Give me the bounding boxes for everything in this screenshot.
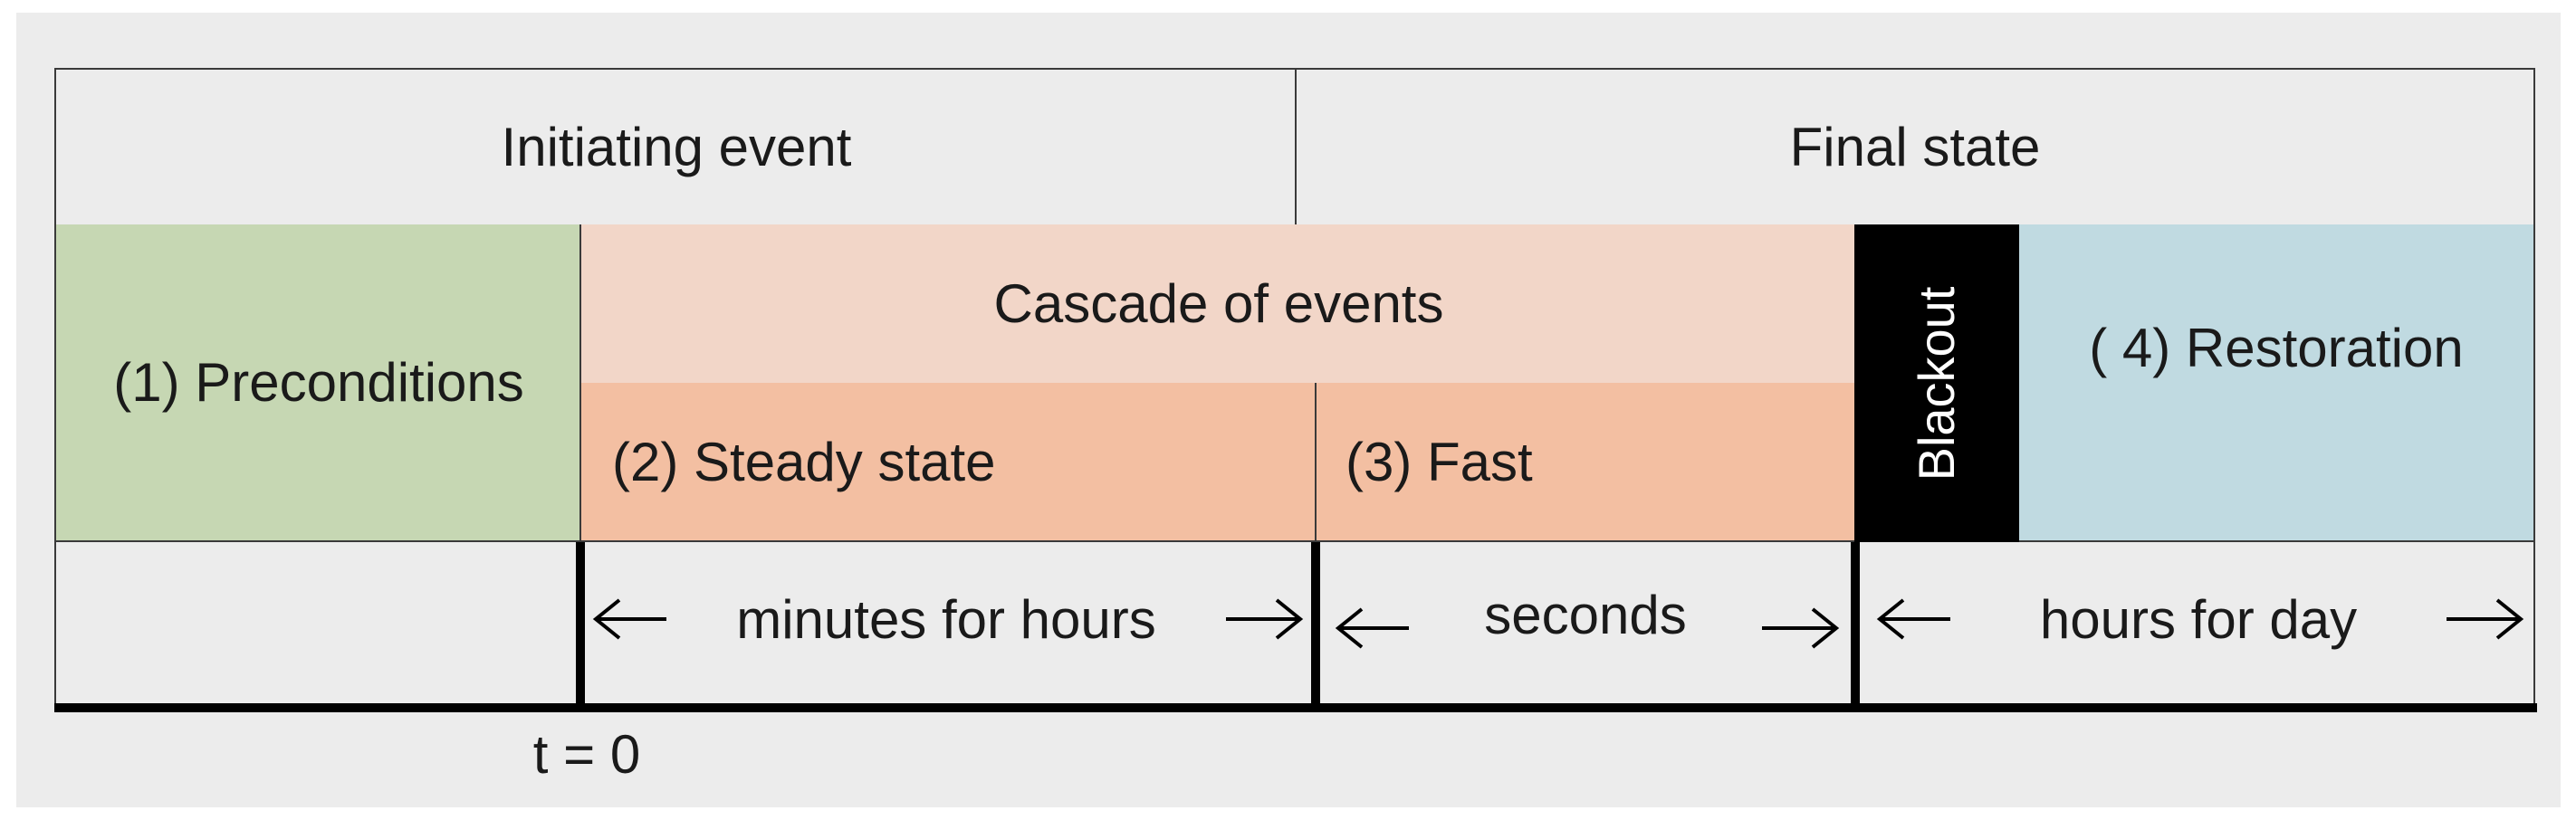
blackout-block xyxy=(1854,224,2019,542)
final-state-cell: Final state xyxy=(1295,68,2535,226)
time-axis xyxy=(54,703,2537,712)
steady-state-label: (2) Steady state xyxy=(612,431,996,492)
span-seconds: seconds xyxy=(1335,583,1840,655)
fast-divider xyxy=(1311,542,1320,708)
span-seconds-label: seconds xyxy=(1484,584,1687,645)
timeline-row xyxy=(54,540,2535,703)
initiating-event-cell: Initiating event xyxy=(54,68,1297,226)
final-state-label: Final state xyxy=(1789,117,2041,177)
t0-divider xyxy=(576,542,585,708)
span-minutes-label: minutes for hours xyxy=(736,588,1156,650)
preconditions-block: (1) Preconditions xyxy=(54,224,581,542)
span-hours-label: hours for day xyxy=(2039,588,2358,650)
preconditions-label: (1) Preconditions xyxy=(113,352,524,413)
arrow-right-icon xyxy=(1761,607,1840,649)
arrow-right-icon xyxy=(1225,598,1304,640)
arrow-left-icon xyxy=(1335,607,1409,649)
steady-state-block: (2) Steady state xyxy=(579,383,1317,542)
fast-label: (3) Fast xyxy=(1345,431,1533,492)
t-zero-label: t = 0 xyxy=(532,724,641,785)
arrow-left-icon xyxy=(1876,598,1950,640)
cascade-label: Cascade of events xyxy=(993,273,1444,334)
fast-block: (3) Fast xyxy=(1315,383,1856,542)
restoration-label: ( 4) Restoration xyxy=(2089,318,2464,378)
blackout-divider xyxy=(1851,542,1860,708)
span-hours: hours for day xyxy=(1876,583,2524,655)
blackout-label: Blackout xyxy=(1908,286,1965,482)
cascade-block: Cascade of events xyxy=(579,224,1856,385)
arrow-left-icon xyxy=(592,598,666,640)
arrow-right-icon xyxy=(2447,598,2524,640)
diagram-canvas: Initiating event Final state (1) Precond… xyxy=(16,13,2561,807)
initiating-event-label: Initiating event xyxy=(501,117,852,177)
restoration-block: ( 4) Restoration xyxy=(2019,224,2535,542)
span-minutes: minutes for hours xyxy=(592,583,1304,655)
